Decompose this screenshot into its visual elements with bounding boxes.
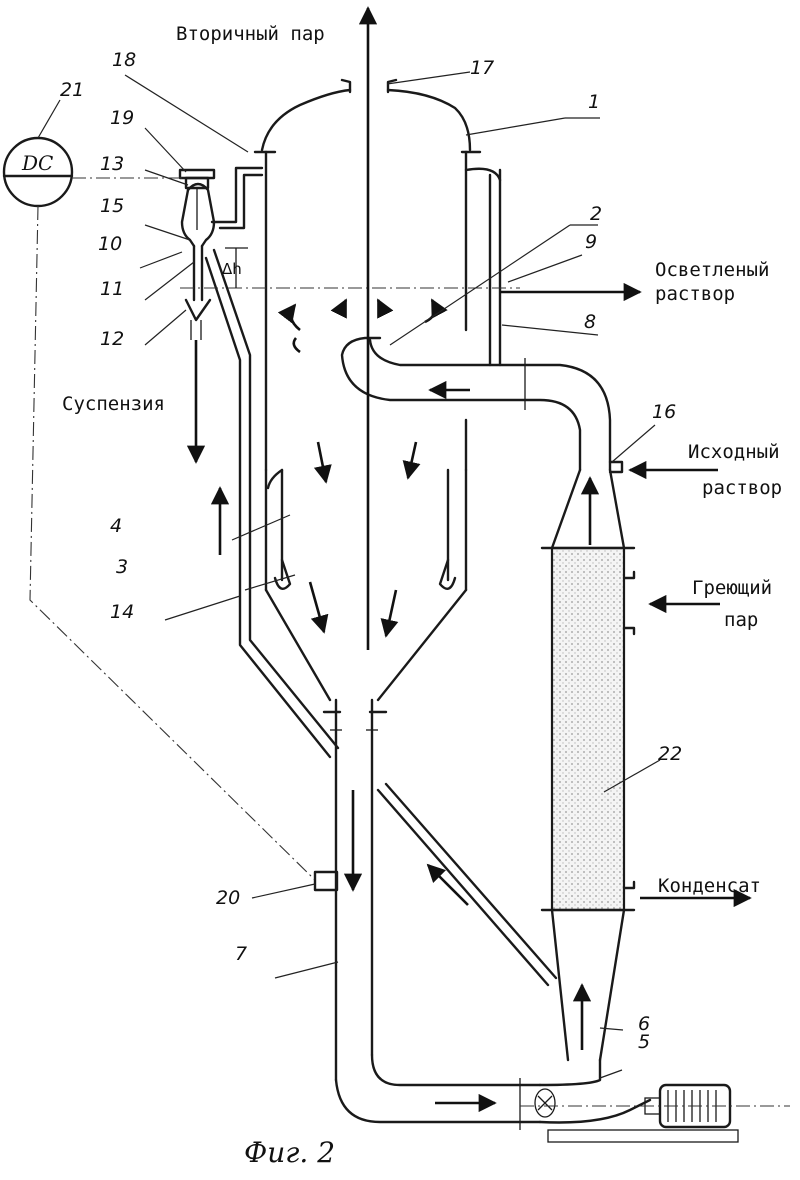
callout-12: 12 bbox=[100, 328, 124, 350]
callout-21: 21 bbox=[60, 79, 84, 101]
delta-h-label: Δh bbox=[222, 260, 242, 278]
callout-10: 10 bbox=[98, 233, 122, 255]
label-feed-line2: раствор bbox=[702, 477, 782, 499]
label-condensate: Конденсат bbox=[658, 875, 761, 897]
label-feed-line1: Исходный bbox=[688, 441, 780, 463]
label-heating-line1: Греющий bbox=[692, 577, 772, 599]
callout-4: 4 bbox=[110, 515, 122, 537]
callout-2: 2 bbox=[590, 203, 602, 225]
label-secondary-steam: Вторичный пар bbox=[176, 23, 325, 45]
circulation-pump bbox=[520, 1060, 790, 1142]
downcomer-pipe bbox=[330, 700, 540, 1130]
callout-13: 13 bbox=[100, 153, 124, 175]
callout-22: 22 bbox=[658, 743, 682, 765]
level-difference: Δh bbox=[180, 248, 520, 288]
callout-19: 19 bbox=[110, 107, 134, 129]
label-clarified-line2: раствор bbox=[655, 283, 735, 305]
flow-labels: Вторичный пар Осветленый раствор Суспенз… bbox=[62, 23, 782, 1169]
callout-7: 7 bbox=[235, 943, 247, 965]
flow-arrows bbox=[196, 8, 750, 1103]
level-control-unit bbox=[180, 168, 338, 757]
callout-20: 20 bbox=[216, 887, 240, 909]
controller-label: DC bbox=[21, 151, 53, 175]
callout-15: 15 bbox=[100, 195, 124, 217]
figure-caption: Фиг. 2 bbox=[244, 1136, 335, 1169]
callout-11: 11 bbox=[100, 278, 124, 300]
label-suspension: Суспензия bbox=[62, 393, 165, 415]
callout-3: 3 bbox=[116, 556, 128, 578]
callout-6: 6 bbox=[638, 1013, 650, 1035]
callout-17: 17 bbox=[470, 57, 494, 79]
label-heating-line2: пар bbox=[724, 609, 758, 631]
tubular-heater bbox=[542, 470, 634, 1060]
label-clarified-line1: Осветленый bbox=[655, 259, 769, 281]
callout-8: 8 bbox=[584, 311, 596, 333]
callout-18: 18 bbox=[112, 49, 136, 71]
level-controller: DC bbox=[4, 138, 337, 890]
callout-16: 16 bbox=[652, 401, 676, 423]
callout-14: 14 bbox=[110, 601, 134, 623]
callout-1: 1 bbox=[588, 91, 600, 113]
callout-9: 9 bbox=[585, 231, 597, 253]
